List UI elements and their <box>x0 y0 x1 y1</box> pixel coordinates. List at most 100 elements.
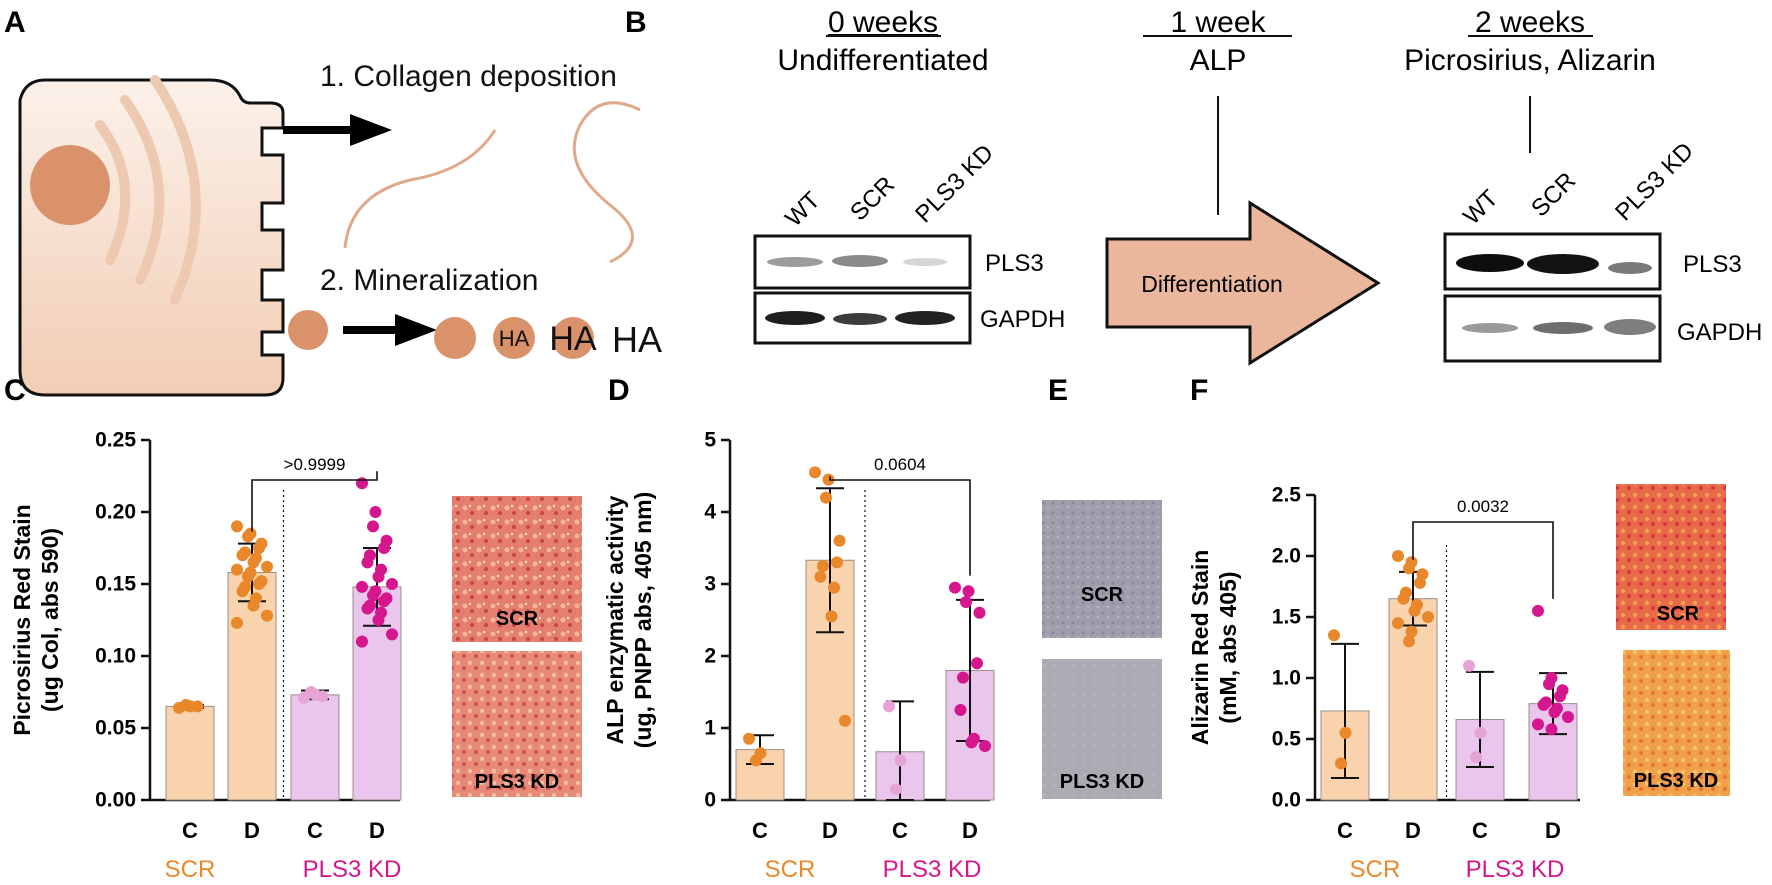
y-tick-label: 0.25 <box>95 429 136 452</box>
data-point <box>242 570 254 583</box>
data-point <box>361 556 374 569</box>
y-axis-label-line2: (mM, abs 405) <box>1215 571 1241 723</box>
blot-week2: WT SCR PLS3 KD PLS3 GAPDH <box>1443 137 1762 363</box>
chart-alp: ALP enzymatic activity(ug, PNPP abs, 405… <box>602 429 995 843</box>
data-point <box>1392 550 1404 562</box>
collagen-fiber-2 <box>572 101 641 264</box>
data-point <box>1339 726 1352 739</box>
y-axis-label-line1: Picrosirius Red Stain <box>9 504 35 735</box>
data-point <box>960 596 972 608</box>
photo-label-scr-c: SCR <box>496 608 539 630</box>
panel-letter-e: E <box>1048 374 1068 407</box>
ha-label-medium: HA <box>549 320 597 358</box>
panel-letter-d: D <box>608 374 630 407</box>
data-point <box>247 556 260 569</box>
differentiation-arrow: Differentiation <box>1105 200 1381 366</box>
chart-picrosirius: Picrosirius Red Stain(ug Col, abs 590)0.… <box>9 429 402 843</box>
x-tick-label: C <box>752 818 768 843</box>
data-point <box>894 754 907 767</box>
collagen-arrow <box>283 114 392 146</box>
x-tick-label: C <box>182 818 198 843</box>
lane-label-wt-week2: WT <box>1458 185 1504 231</box>
timeline-2-time: 2 weeks <box>1475 6 1585 39</box>
step1-label: 1. Collagen deposition <box>320 60 617 93</box>
x-tick-label: C <box>892 818 908 843</box>
signal-wave-2 <box>120 95 165 285</box>
protein-label-gapdh-week0: GAPDH <box>980 306 1065 333</box>
y-tick-label: 1.0 <box>1272 667 1301 690</box>
data-point <box>831 556 843 569</box>
y-tick-label: 0.05 <box>95 717 136 740</box>
photo-alp-scr <box>1042 500 1162 638</box>
data-point <box>356 477 368 490</box>
data-point <box>1463 659 1475 672</box>
x-tick-label: C <box>1472 818 1488 843</box>
y-tick-label: 3 <box>704 573 716 596</box>
data-point <box>378 595 390 608</box>
data-point <box>1562 711 1574 724</box>
data-point <box>1408 604 1421 617</box>
p-value-label: 0.0604 <box>874 455 926 474</box>
data-point <box>361 602 374 615</box>
data-point <box>231 616 243 629</box>
significance-bracket <box>251 471 378 532</box>
x-tick-label: C <box>1337 818 1353 843</box>
y-tick-label: 1 <box>704 717 716 740</box>
y-tick-label: 2.5 <box>1272 484 1302 507</box>
data-point <box>743 732 755 745</box>
data-point <box>954 704 967 716</box>
data-point <box>825 610 838 623</box>
group-label-pls3-c: PLS3 KD <box>303 856 402 883</box>
photo-alp-pls3 <box>1042 659 1162 799</box>
data-point <box>814 570 827 583</box>
data-point <box>356 635 368 648</box>
data-point <box>1532 718 1544 731</box>
x-tick-label: D <box>244 818 260 843</box>
data-point <box>369 506 382 518</box>
data-point <box>962 585 975 598</box>
photo-picrosirius-scr <box>452 496 582 642</box>
data-point <box>247 599 260 612</box>
data-point <box>1397 592 1410 605</box>
lane-label-scr-week2: SCR <box>1526 167 1581 222</box>
data-point <box>809 466 821 479</box>
y-axis-label-line1: Alizarin Red Stain <box>1187 550 1213 746</box>
data-point <box>356 580 368 593</box>
data-point <box>191 700 204 713</box>
data-point <box>316 690 329 703</box>
data-point <box>1403 635 1415 648</box>
lane-label-pls3-week2: PLS3 KD <box>1610 137 1699 226</box>
timeline-1-time: 1 week <box>1170 6 1266 39</box>
data-point <box>1414 576 1426 589</box>
timeline-0-time: 0 weeks <box>828 6 938 39</box>
step2-label: 2. Mineralization <box>320 264 538 297</box>
panel-letter-a: A <box>4 6 26 39</box>
lane-label-wt-week0: WT <box>780 187 826 233</box>
lane-label-pls3-week0: PLS3 KD <box>910 139 999 228</box>
group-label-scr-d: SCR <box>765 856 816 883</box>
y-tick-label: 0.5 <box>1272 728 1302 751</box>
data-point <box>1470 751 1482 764</box>
p-value-label: 0.0032 <box>1457 497 1509 516</box>
significance-bracket <box>829 476 971 576</box>
data-point <box>1403 562 1415 575</box>
data-point <box>1543 678 1555 691</box>
data-point <box>261 560 273 573</box>
y-tick-label: 0.15 <box>95 573 136 596</box>
y-axis-label-line1: ALP enzymatic activity <box>602 495 628 744</box>
data-point <box>367 520 379 533</box>
panel-letter-b: B <box>625 6 647 39</box>
data-point <box>750 754 762 767</box>
data-point <box>372 614 385 626</box>
data-point <box>1405 625 1418 638</box>
data-point <box>231 520 243 533</box>
group-label-pls3-f: PLS3 KD <box>1466 856 1565 883</box>
data-point <box>839 714 851 727</box>
p-value-label: >0.9999 <box>284 455 346 474</box>
y-tick-label: 2 <box>704 645 716 668</box>
protein-label-pls3-week0: PLS3 <box>985 250 1044 277</box>
signal-wave-1 <box>95 120 131 265</box>
photo-label-pls3-c: PLS3 KD <box>475 771 559 793</box>
data-point <box>1335 757 1347 770</box>
